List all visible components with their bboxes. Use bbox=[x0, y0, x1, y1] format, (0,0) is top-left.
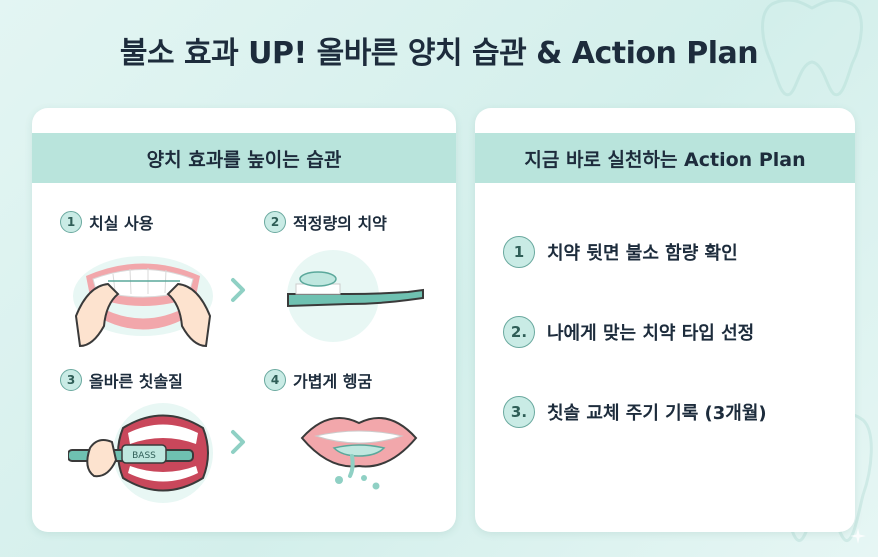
habit-3-text: 올바른 칫솔질 bbox=[89, 372, 183, 391]
rinsing-illustration bbox=[300, 417, 418, 490]
action-item-1-number: 1 bbox=[503, 236, 535, 268]
sparkle-icon bbox=[850, 528, 866, 544]
habit-4-label: 4 가볍게 헹굼 bbox=[264, 368, 372, 392]
chevron-right-icon bbox=[231, 278, 245, 302]
action-item-2: 2. 나에게 맞는 치약 타입 선정 bbox=[503, 316, 754, 348]
brushing-illustration: BASS bbox=[68, 403, 213, 503]
habit-3-label: 3 올바른 칫솔질 bbox=[60, 368, 183, 392]
action-item-1-text: 치약 뒷면 불소 함량 확인 bbox=[547, 243, 738, 264]
chevron-right-icon bbox=[231, 430, 245, 454]
habit-2-label: 2 적정량의 치약 bbox=[264, 210, 387, 234]
habit-3-number: 3 bbox=[60, 369, 82, 391]
action-plan-card-header: 지금 바로 실천하는 Action Plan bbox=[475, 133, 855, 183]
tooth-outline-icon bbox=[761, 0, 863, 97]
brush-bass-text: BASS bbox=[132, 451, 156, 461]
action-item-1: 1 치약 뒷면 불소 함량 확인 bbox=[503, 236, 738, 268]
action-item-2-number: 2. bbox=[503, 316, 535, 348]
action-item-3-number: 3. bbox=[503, 396, 535, 428]
page-title: 불소 효과 UP! 올바른 양치 습관 & Action Plan bbox=[119, 36, 759, 71]
habit-1-label: 1 치실 사용 bbox=[60, 210, 153, 234]
action-item-2-text: 나에게 맞는 치약 타입 선정 bbox=[547, 323, 755, 344]
habit-1-text: 치실 사용 bbox=[89, 214, 154, 233]
action-plan-card: 지금 바로 실천하는 Action Plan 1 치약 뒷면 불소 함량 확인 … bbox=[475, 108, 855, 532]
habits-card: 양치 효과를 높이는 습관 1 치실 사용 2 적정량의 치약 3 올바른 칫솔… bbox=[32, 108, 456, 532]
toothbrush-paste-illustration bbox=[287, 250, 424, 342]
habit-1-number: 1 bbox=[60, 211, 82, 233]
action-item-3-text: 칫솔 교체 주기 기록 (3개월) bbox=[547, 403, 767, 424]
flossing-illustration bbox=[73, 256, 213, 348]
habit-2-number: 2 bbox=[264, 211, 286, 233]
habit-4-number: 4 bbox=[264, 369, 286, 391]
habit-4-text: 가볍게 헹굼 bbox=[293, 372, 373, 391]
habit-2-text: 적정량의 치약 bbox=[293, 214, 387, 233]
action-item-3: 3. 칫솔 교체 주기 기록 (3개월) bbox=[503, 396, 767, 428]
habits-card-header: 양치 효과를 높이는 습관 bbox=[32, 133, 456, 183]
